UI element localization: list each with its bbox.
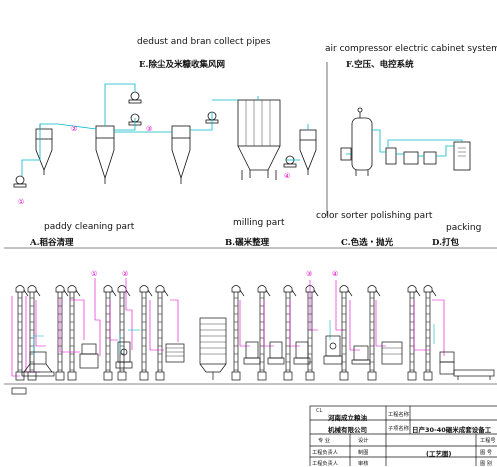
transfer-lines <box>11 278 445 377</box>
row-label-review: 审核 <box>358 461 369 467</box>
rice-grader <box>351 345 371 365</box>
dedust-title-en: dedust and bran collect pipes <box>137 37 271 47</box>
cyclone-1 <box>35 124 53 175</box>
dedust-title-cn: E.除尘及米糠收集风网 <box>139 60 225 70</box>
top-marker-4: ④ <box>284 172 290 180</box>
title-block-frame <box>309 405 497 466</box>
bottom-marker-4: ④ <box>332 270 338 278</box>
cyclone-2 <box>95 125 115 184</box>
bucket-elevator <box>139 285 153 381</box>
process-machines <box>11 317 495 395</box>
row-label-lead-1: 工程负责人 <box>312 450 338 456</box>
husker <box>115 341 133 369</box>
title-block: CL 河南成立粮油 机械有限公司 工程名称 子项名称 日产30-40碾米成套设备… <box>310 406 497 467</box>
top-marker-3: ③ <box>146 125 152 133</box>
whitener-2 <box>267 341 285 365</box>
bottom-marker-1: ① <box>91 270 97 278</box>
paddy-cleaner <box>21 351 55 377</box>
row-label-drawing: 制图 <box>358 450 369 456</box>
under-floor-hopper <box>11 387 27 395</box>
company-name-line1: 河南成立粮油 <box>328 414 367 422</box>
paddy-title-en: paddy cleaning part <box>44 222 135 232</box>
dedust-system <box>13 62 328 216</box>
top-markers: ① ② ③ ④ <box>18 125 290 206</box>
process-drawing-label: (工艺图) <box>426 450 452 458</box>
cyclone-3 <box>171 125 191 184</box>
paddy-title-cn: A.稻谷清理 <box>30 238 74 248</box>
bucket-elevator <box>55 285 69 381</box>
paddy-separator <box>165 343 185 363</box>
bucket-elevator <box>423 285 437 381</box>
row-label-major: 专 业 <box>318 438 331 444</box>
air-tank <box>351 117 373 171</box>
bucket-elevator <box>27 285 41 381</box>
air-lines <box>346 129 463 157</box>
air-title-cn: F.空压、电控系统 <box>346 60 414 70</box>
subproject-label: 子项名称 <box>388 426 409 432</box>
bucket-elevator <box>305 285 319 381</box>
whitener-1 <box>243 341 261 365</box>
right-label-category: 图 别 <box>480 461 493 467</box>
paddy-silo <box>199 317 227 380</box>
bottom-marker-2: ② <box>122 270 128 278</box>
air-compressor-system <box>340 107 471 176</box>
packing-title-cn: D.打包 <box>432 238 460 248</box>
packing-title-en: packing <box>446 223 482 233</box>
subproject-value: 日产30-40碾米成套设备工 <box>412 426 492 434</box>
bottom-marker-3: ③ <box>306 270 312 278</box>
right-label-project-no: 工程号 <box>480 438 496 444</box>
bucket-elevator <box>367 285 381 381</box>
bottom-markers: ① ② ③ ④ <box>91 270 338 278</box>
cyclone-4 <box>299 129 317 175</box>
cabinet-2 <box>423 151 437 165</box>
fan-4 <box>283 155 297 168</box>
bucket-elevator <box>117 285 131 381</box>
dryer <box>385 147 397 165</box>
dedust-ducts <box>21 83 309 176</box>
bucket-elevator <box>155 285 169 381</box>
whitener-3 <box>293 341 311 365</box>
row-label-design: 设计 <box>358 438 369 444</box>
aspiration-lines <box>33 320 435 356</box>
air-title-en: air compressor electric cabinet system <box>325 44 497 54</box>
company-name-line2: 机械有限公司 <box>328 426 367 434</box>
row-label-lead-2: 工程负责人 <box>312 461 338 467</box>
cabinet-1 <box>403 151 419 165</box>
bucket-elevator <box>67 285 81 381</box>
polisher <box>323 335 343 365</box>
right-label-drawing-no: 图 号 <box>480 450 493 456</box>
color-sorter <box>381 341 403 365</box>
fan-1 <box>13 175 27 188</box>
bag-filter <box>237 99 281 180</box>
packing-scale <box>439 351 495 380</box>
milling-title-en: milling part <box>233 218 285 228</box>
top-marker-1: ① <box>18 198 24 206</box>
top-marker-2: ② <box>71 125 77 133</box>
destoner <box>79 343 99 369</box>
project-label: 工程名称 <box>388 412 409 418</box>
milling-title-cn: B.碾米整理 <box>225 238 270 248</box>
bucket-elevator <box>231 285 245 381</box>
sorter-title-cn: C.色选・抛光 <box>341 238 394 248</box>
company-logo-icon: CL <box>316 408 323 414</box>
sorter-title-en: color sorter polishing part <box>316 211 433 221</box>
